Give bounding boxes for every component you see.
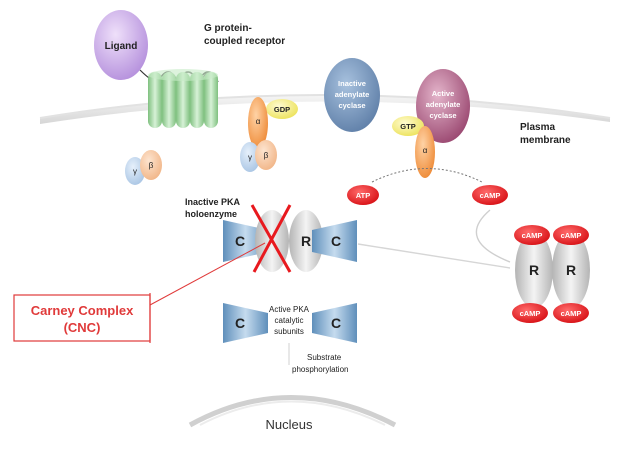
g-beta-label: β <box>264 151 269 160</box>
inactive-ac-label-line2: adenylate <box>335 90 370 99</box>
cnc-pointer-line <box>149 242 266 306</box>
gpcr-label-line1: G protein- <box>204 23 252 34</box>
gpcr-receptor <box>148 69 219 128</box>
camp-bound-4 <box>553 303 589 323</box>
red-x-mark <box>250 204 292 273</box>
r-label: R <box>301 233 311 249</box>
g-gamma-label: γ <box>248 153 252 162</box>
gpcr-label-line2: coupled receptor <box>204 36 285 47</box>
camp-label: cAMP <box>480 191 501 200</box>
regulatory-subunit-camp-right <box>552 232 590 308</box>
g-beta-subunit <box>255 140 277 170</box>
atp-label: ATP <box>356 191 370 200</box>
nucleus-membrane-inner <box>199 400 386 426</box>
active-adenylate-cyclase <box>416 69 470 143</box>
gdp-label: GDP <box>274 105 290 114</box>
ligand-label: Ligand <box>105 41 138 52</box>
camp-bound-2 <box>553 225 589 245</box>
c-label-right: C <box>331 233 341 249</box>
r-label-camp-right: R <box>566 262 576 278</box>
svg-text:cAMP: cAMP <box>561 309 582 318</box>
camp-bound-3 <box>512 303 548 323</box>
atp-molecule <box>347 185 379 205</box>
r-label-camp-left: R <box>529 262 539 278</box>
active-pka-label-line2: catalytic <box>275 316 304 325</box>
inactive-pka-label-line2: holoenzyme <box>185 209 237 219</box>
nucleus-membrane <box>188 395 397 428</box>
camp-bound-1 <box>514 225 550 245</box>
catalytic-subunit-right <box>312 220 357 262</box>
g-alpha-subunit <box>248 97 268 149</box>
gtp-molecule <box>392 116 424 136</box>
active-ac-label-line2: adenylate <box>426 100 461 109</box>
active-c-label-left: C <box>235 315 245 331</box>
inactive-ac-label-line3: cyclase <box>338 101 365 110</box>
active-catalytic-subunit-left <box>223 303 268 343</box>
g-gamma-label-free: γ <box>133 167 137 176</box>
pka-to-camp-complex-line <box>357 243 511 269</box>
cnc-label-line1: Carney Complex <box>31 303 134 318</box>
cnc-label-line2: (CNC) <box>64 320 101 335</box>
g-beta-label-free: β <box>149 161 154 170</box>
cnc-box <box>13 294 151 342</box>
camp-molecule <box>472 185 508 205</box>
active-ac-label-line1: Active <box>432 89 455 98</box>
substrate-label-line1: Substrate <box>307 353 342 362</box>
active-pka-label-line1: Active PKA <box>269 305 310 314</box>
regulatory-camp-complex: R R cAMP cAMP cAMP cAMP <box>512 225 590 323</box>
inactive-pka-holoenzyme: C R C <box>223 210 357 272</box>
plasma-membrane-label-line1: Plasma <box>520 122 555 133</box>
g-beta-subunit-free <box>140 150 162 180</box>
g-alpha-active-subunit <box>415 126 435 178</box>
g-gamma-subunit <box>240 142 260 172</box>
g-alpha-label: α <box>256 117 261 126</box>
plasma-membrane-edge <box>39 94 611 119</box>
active-ac-label-line3: cyclase <box>429 111 456 120</box>
inactive-pka-label-line1: Inactive PKA <box>185 197 241 207</box>
regulatory-subunit-right <box>289 210 323 272</box>
svg-text:cAMP: cAMP <box>520 309 541 318</box>
active-catalytic-subunit-right <box>312 303 357 343</box>
gdp-molecule <box>266 99 298 119</box>
camp-to-regulatory-arrow <box>475 209 511 263</box>
svg-text:cAMP: cAMP <box>561 231 582 240</box>
plasma-membrane-label-line2: membrane <box>520 135 571 146</box>
regulatory-subunit-camp-left <box>515 232 553 308</box>
inactive-ac-label-line1: Inactive <box>338 79 366 88</box>
substrate-label-line2: phosphorylation <box>292 365 348 374</box>
svg-text:cAMP: cAMP <box>522 231 543 240</box>
c-label-left: C <box>235 233 245 249</box>
g-gamma-subunit-free <box>125 157 145 185</box>
g-alpha-active-label: α <box>423 146 428 155</box>
gtp-label: GTP <box>400 122 415 131</box>
atp-to-camp-arrow <box>371 168 483 183</box>
active-pka-label-line3: subunits <box>274 327 304 336</box>
ligand-shape <box>94 10 148 80</box>
nucleus-label: Nucleus <box>266 417 313 432</box>
inactive-adenylate-cyclase <box>324 58 380 132</box>
active-c-label-right: C <box>331 315 341 331</box>
